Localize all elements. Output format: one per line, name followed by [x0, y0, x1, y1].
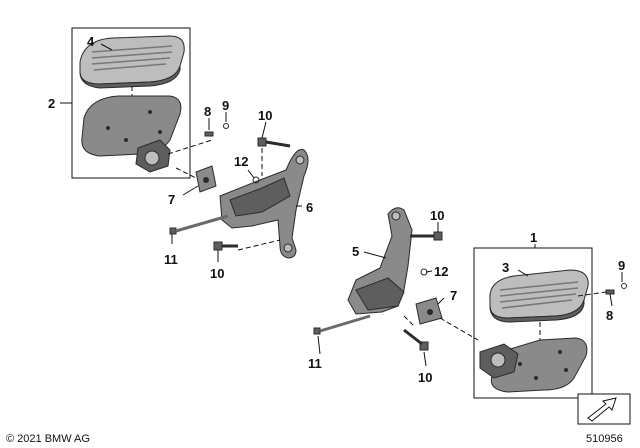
callout-9-right: 9: [618, 258, 625, 273]
callout-8-right: 8: [606, 308, 613, 323]
diagram-number: 510956: [586, 433, 623, 445]
connector-lines-right: [403, 291, 607, 341]
orientation-arrow-icon: [577, 393, 631, 425]
copyright-text: © 2021 BMW AG: [6, 433, 90, 445]
footboard-plate-right: [479, 337, 588, 393]
callout-8-left: 8: [204, 104, 211, 119]
screw-left: [204, 131, 214, 137]
bolt-top-right: [410, 231, 443, 241]
callout-labels: 4 2 8 9 10 12 7 6 11 10 1 3 9 8 5 10 12 …: [48, 34, 625, 385]
callout-2: 2: [48, 96, 55, 111]
bolt-top-left: [257, 137, 291, 148]
assembly-frame-right: [473, 247, 593, 399]
callout-12-right: 12: [434, 264, 448, 279]
pin-block-right: [415, 297, 443, 325]
bolt-bottom-left: [213, 241, 238, 251]
callout-4: 4: [87, 34, 95, 49]
bolt-bottom-right: [403, 328, 429, 351]
callout-12-left: 12: [234, 154, 248, 169]
footboard-pad-left: [79, 35, 185, 89]
footboard-plate-left: [81, 95, 182, 173]
callout-10-top-left: 10: [258, 108, 272, 123]
callout-9-left: 9: [222, 98, 229, 113]
clip-left: [252, 176, 260, 184]
callout-6: 6: [306, 200, 313, 215]
washer-left: [223, 123, 229, 129]
bracket-right: [347, 207, 413, 315]
connector-lines-left: [167, 139, 281, 251]
leader-lines: [60, 43, 623, 367]
callout-10-bottom-left: 10: [210, 266, 224, 281]
callout-7-left: 7: [168, 192, 175, 207]
callout-1: 1: [530, 230, 537, 245]
bracket-left: [219, 148, 309, 259]
pin-long-right: [313, 314, 371, 335]
callout-3: 3: [502, 260, 509, 275]
pin-long-left: [169, 214, 229, 235]
washer-right: [621, 283, 627, 289]
callout-10-bottom-right: 10: [418, 370, 432, 385]
pin-block-left: [195, 165, 217, 193]
callout-11-right: 11: [308, 356, 322, 371]
callout-5: 5: [352, 244, 359, 259]
footboard-pad-right: [489, 269, 589, 323]
callout-10-top-right: 10: [430, 208, 444, 223]
screw-right: [605, 289, 615, 295]
callout-11-left: 11: [164, 252, 178, 267]
callout-7-right: 7: [450, 288, 457, 303]
